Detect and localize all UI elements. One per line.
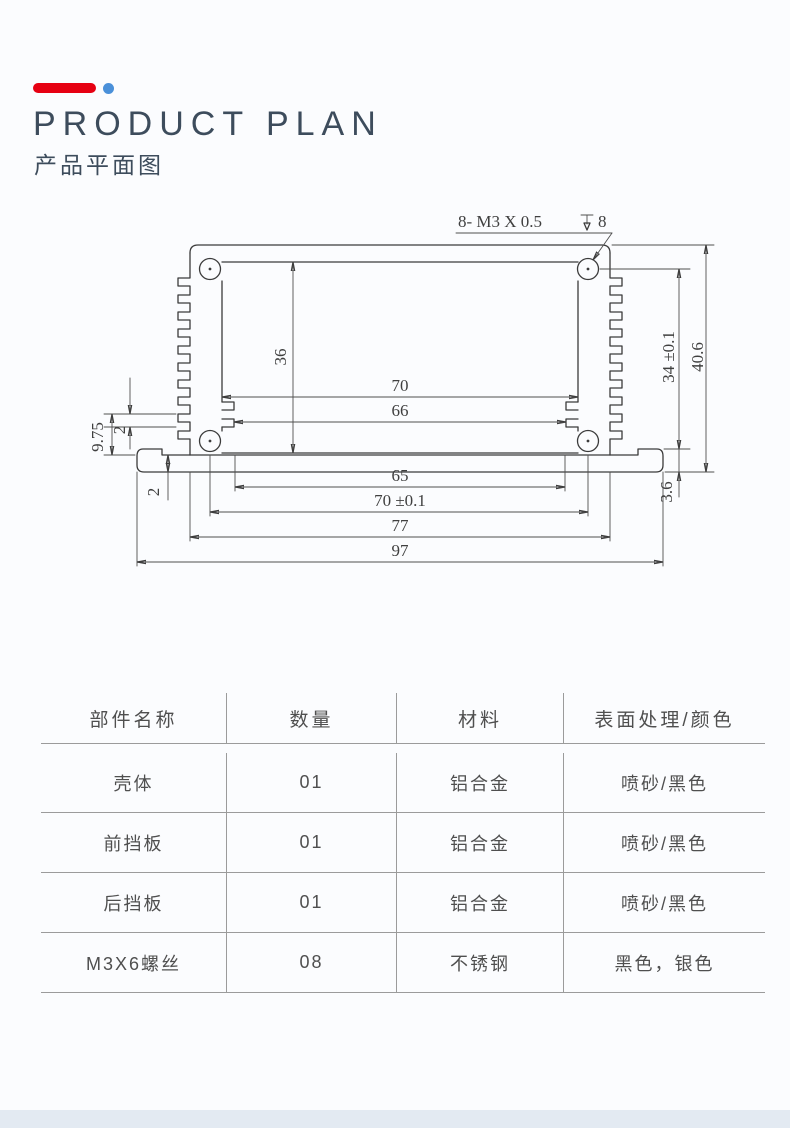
- dim-label-left-offset: 9.75: [88, 422, 107, 452]
- base-flange: [136, 448, 664, 473]
- table-cell-finish: 喷砂/黑色: [563, 873, 765, 933]
- accent-dot-icon: [103, 83, 114, 94]
- profile-outline: [177, 244, 623, 456]
- col-header-part-name: 部件名称: [41, 693, 226, 744]
- page-title: PRODUCT PLAN: [33, 105, 383, 143]
- dim-label-cavity-height: 36: [271, 349, 290, 366]
- dim-label-base-inner-width: 65: [392, 466, 409, 485]
- accent-bar: [33, 83, 96, 93]
- dim-label-inner-height: 34 ±0.1: [659, 331, 678, 383]
- dim-label-left-step-upper: 2: [110, 426, 129, 435]
- dim-label-slot-width: 66: [392, 401, 409, 420]
- table-cell-finish: 喷砂/黑色: [563, 813, 765, 873]
- dim-label-body-width: 77: [392, 516, 410, 535]
- dim-label-cavity-width: 70: [392, 376, 409, 395]
- footer-strip: [0, 1110, 790, 1128]
- dim-label-flange-thickness: 3.6: [657, 481, 676, 502]
- table-cell-finish: 喷砂/黑色: [563, 753, 765, 813]
- table-cell-finish: 黑色，银色: [563, 933, 765, 993]
- table-cell-quantity: 01: [226, 873, 396, 933]
- table-cell-quantity: 01: [226, 813, 396, 873]
- col-header-material: 材料: [396, 693, 563, 744]
- table-cell-quantity: 08: [226, 933, 396, 993]
- table-cell-part-name: 后挡板: [41, 873, 226, 933]
- table-cell-part-name: M3X6螺丝: [41, 933, 226, 993]
- dim-label-left-step-lower: 2: [144, 488, 163, 497]
- extension-lines: [103, 244, 715, 567]
- table-cell-material: 铝合金: [396, 753, 563, 813]
- dim-label-overall-height: 40.6: [688, 342, 707, 372]
- col-header-quantity: 数量: [226, 693, 396, 744]
- callout-text-right: 8: [598, 212, 607, 231]
- col-header-finish-color: 表面处理/颜色: [563, 693, 765, 744]
- thread-callout: 8- M3 X 0.5 8: [455, 212, 613, 260]
- table-cell-material: 铝合金: [396, 813, 563, 873]
- dimension-lines: [112, 244, 706, 562]
- table-cell-part-name: 前挡板: [41, 813, 226, 873]
- depth-symbol-icon: [580, 214, 594, 231]
- page-subtitle: 产品平面图: [34, 152, 164, 178]
- parts-table: 部件名称 数量 材料 表面处理/颜色 壳体 01 铝合金 喷砂/黑色 前挡板 0…: [41, 693, 765, 993]
- table-cell-quantity: 01: [226, 753, 396, 813]
- dim-label-mount-hole-spacing: 70 ±0.1: [374, 491, 426, 510]
- screw-bosses: [198, 257, 600, 453]
- callout-text-left: 8- M3 X 0.5: [458, 212, 542, 231]
- table-cell-material: 不锈钢: [396, 933, 563, 993]
- dim-label-flange-width: 97: [392, 541, 410, 560]
- table-cell-part-name: 壳体: [41, 753, 226, 813]
- table-cell-material: 铝合金: [396, 873, 563, 933]
- technical-drawing: 8- M3 X 0.5 8 36 70 66 65 70 ±0.1 77 97 …: [88, 212, 715, 567]
